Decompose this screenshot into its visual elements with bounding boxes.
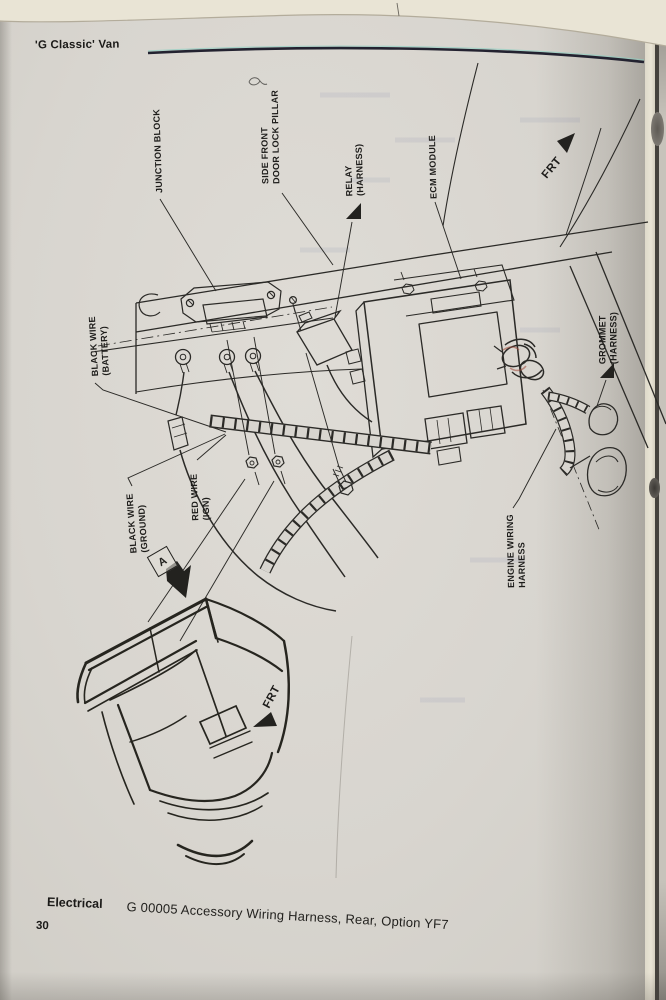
callout-text: GROMMET: [597, 315, 608, 365]
page-header-title: 'G Classic' Van: [34, 38, 120, 52]
callout-engine-wiring-harness: ENGINE WIRING HARNESS: [505, 514, 527, 588]
stray-ink-mark: [248, 77, 268, 86]
callout-text: JUNCTION BLOCK: [151, 108, 165, 194]
callout-red-wire-ign: RED WIRE (IGN): [189, 473, 212, 521]
facing-page-sliver: [659, 0, 666, 1000]
callout-relay: RELAY (HARNESS): [343, 144, 366, 197]
callout-door-lock-pillar: SIDE FRONT DOOR LOCK PILLAR: [259, 90, 282, 184]
callout-text: (IGN): [200, 496, 211, 521]
frt-label-van: FRT: [261, 683, 283, 711]
page-edge-highlight: [645, 0, 656, 1000]
callout-ecm-module: ECM MODULE: [427, 135, 439, 199]
ecm-module-art: [345, 264, 527, 466]
callout-text: RED WIRE: [188, 473, 201, 521]
figure-caption: G 00005 Accessory Wiring Harness, Rear, …: [126, 899, 450, 932]
callout-black-wire-battery: BLACK WIRE (BATTERY): [87, 315, 111, 376]
callout-text: (HARNESS): [608, 311, 618, 365]
harness-loom-art: [209, 338, 591, 574]
page-left-shadow: [0, 0, 12, 1000]
view-a-letter: A: [156, 554, 169, 569]
frt-arrow-van-icon: [253, 712, 277, 727]
callout-text: (HARNESS): [353, 143, 365, 197]
callout-text: HARNESS: [515, 541, 527, 588]
callout-black-wire-ground: BLACK WIRE (GROUND): [124, 492, 149, 554]
callout-text: ECM MODULE: [426, 134, 439, 200]
callout-junction-block: JUNCTION BLOCK: [151, 109, 164, 193]
junction-block-art: [180, 281, 298, 333]
page-crease: [335, 635, 353, 879]
relay-art: [296, 309, 373, 423]
page-bottom-shadow: [0, 972, 666, 1000]
page-edge-shadow-spot: [651, 112, 664, 146]
callout-text: ENGINE WIRING: [504, 514, 517, 589]
callout-grommet: GROMMET (HARNESS): [598, 312, 619, 364]
van-sketch-art: [76, 597, 290, 866]
book-gutter-shadow: [655, 0, 659, 1000]
footer-section-label: Electrical: [46, 895, 103, 911]
fasteners-art: [245, 303, 354, 496]
page-number: 30: [35, 919, 50, 933]
leader-lines: [94, 192, 607, 642]
page-edge-shadow-spot: [649, 478, 660, 498]
relay-flag-icon: [346, 203, 361, 219]
callout-text: DOOR LOCK PILLAR: [269, 89, 281, 184]
view-a-marker: A: [146, 545, 179, 578]
